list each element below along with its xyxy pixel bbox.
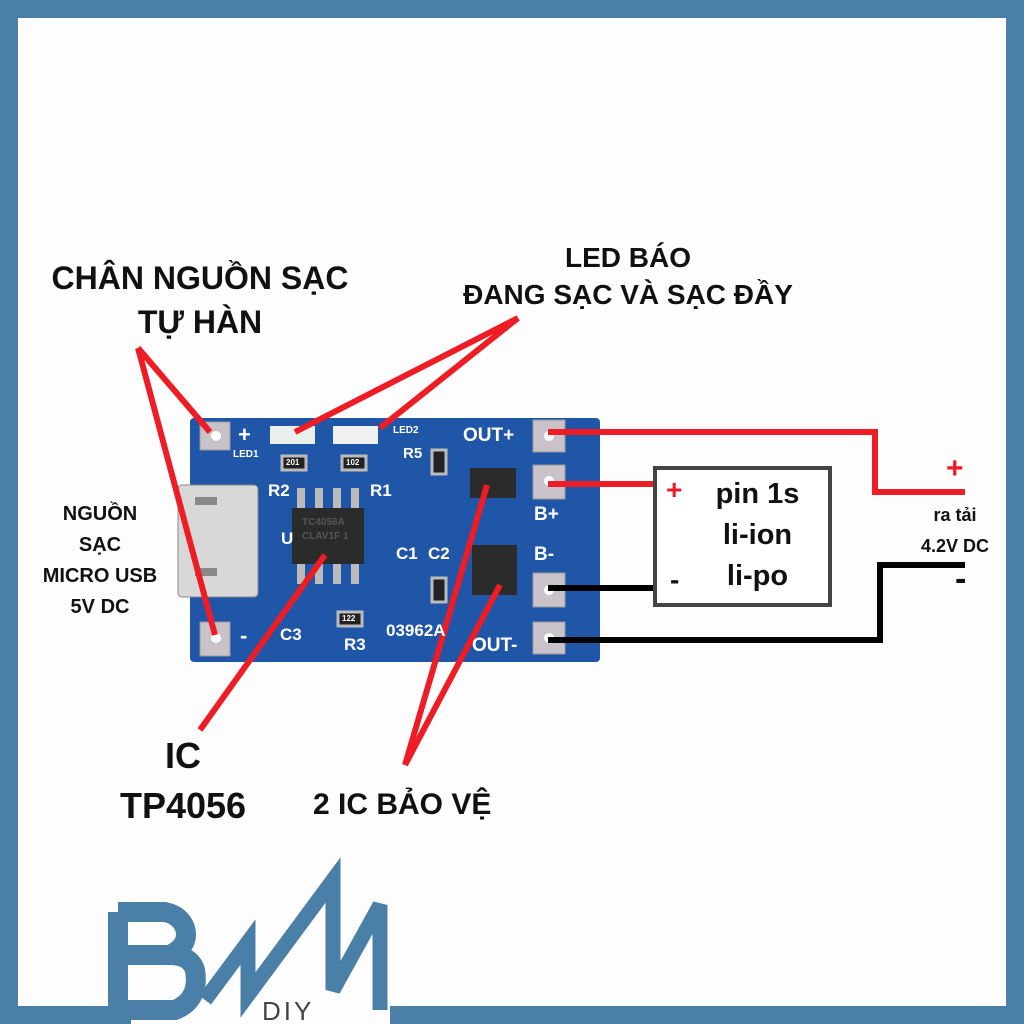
- load-plus: +: [946, 452, 964, 485]
- black-wires: [548, 562, 965, 643]
- pcb-label-r2: R2: [268, 481, 290, 500]
- battery-line-1: pin 1s: [715, 478, 800, 510]
- label-led-1: LED BÁO: [565, 242, 691, 273]
- pcb-label-r5: R5: [403, 445, 423, 462]
- label-usb-2: SẠC: [78, 534, 122, 556]
- label-ic-2: TP4056: [119, 785, 247, 826]
- resistor-code-r2: 201: [286, 458, 300, 467]
- pcb-label-r3: R3: [344, 635, 366, 654]
- resistor-code-r3: 122: [342, 614, 356, 623]
- resistor-code-r1: 102: [346, 458, 360, 467]
- pcb-label-c2: C2: [428, 544, 450, 563]
- label-led-2: ĐANG SẠC VÀ SẠC ĐẦY: [463, 279, 793, 310]
- pcb-label-led1: LED1: [233, 449, 259, 460]
- battery-plus: +: [666, 474, 683, 505]
- annotation-lines: [135, 315, 965, 767]
- label-usb-3: MICRO USB: [42, 565, 158, 587]
- protect-ics: [470, 468, 517, 595]
- battery-line-2: li-ion: [722, 519, 793, 551]
- frame-top: [0, 0, 1024, 18]
- label-charge-pins-1: CHÂN NGUỒN SẠC: [51, 260, 349, 296]
- load-minus: -: [955, 560, 967, 598]
- frame-bottom-right: [390, 1006, 1024, 1024]
- pcb-label-out-minus: OUT-: [472, 635, 518, 656]
- resistors: [280, 448, 448, 628]
- pcb-label-c1: C1: [396, 544, 418, 563]
- pcb-label-led2: LED2: [393, 425, 419, 436]
- frame-bottom-left: [0, 1006, 120, 1024]
- pcb-label-minus: -: [240, 623, 248, 648]
- label-usb-4: 5V DC: [70, 596, 130, 618]
- pcb-label-plus: +: [238, 422, 251, 447]
- label-usb-1: NGUỒN: [62, 503, 138, 525]
- load-line-2: 4.2V DC: [920, 536, 990, 556]
- chip-marking-2: CLAV1F 1: [302, 531, 349, 542]
- pcb-label-c3: C3: [280, 625, 302, 644]
- frame-right: [1006, 0, 1024, 1024]
- load-line-1: ra tải: [933, 505, 977, 525]
- label-charge-pins-2: TỰ HÀN: [137, 304, 263, 340]
- pcb-label-r1: R1: [370, 481, 392, 500]
- pcb-label-out-plus: OUT+: [463, 425, 515, 446]
- label-ic-1: IC: [165, 735, 201, 776]
- logo-sub: DIY: [262, 996, 314, 1024]
- label-protect-ic: 2 IC BẢO VỆ: [313, 788, 492, 821]
- pcb-label-u: U: [281, 529, 294, 548]
- pcb-label-b-minus: B-: [534, 544, 555, 565]
- frame-left: [0, 0, 18, 1024]
- battery-minus: -: [670, 564, 680, 595]
- chip-marking-1: TC4056A: [302, 517, 345, 528]
- battery-box: [653, 466, 832, 607]
- lbm-logo: [108, 857, 388, 1024]
- battery-line-3: li-po: [726, 560, 789, 592]
- pcb-label-code: 03962A: [386, 621, 446, 640]
- pcb-label-b-plus: B+: [534, 504, 559, 525]
- ic-tp4056: [292, 488, 364, 584]
